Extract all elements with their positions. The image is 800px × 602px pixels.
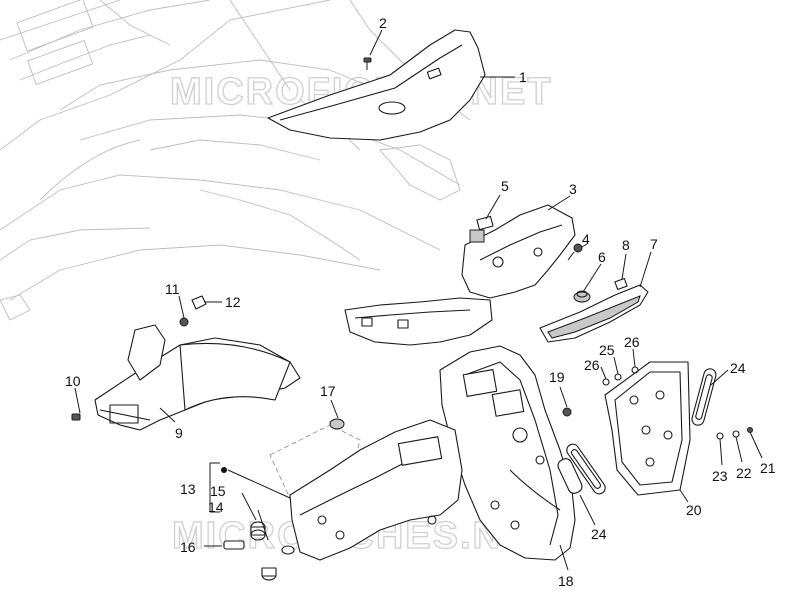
bolt-icon: [223, 540, 245, 550]
callout-16: 16: [180, 539, 196, 555]
rear-cover-part: [267, 29, 486, 141]
nut-icon: [614, 277, 628, 291]
license-plate-holder-part: [604, 361, 691, 496]
callout-23: 23: [712, 468, 728, 484]
scooter-body-outline: [0, 0, 471, 321]
callout-9: 9: [175, 425, 183, 441]
leader-lines: [74, 29, 763, 571]
callout-26a: 26: [584, 357, 600, 373]
callout-7: 7: [650, 236, 658, 252]
callout-24b: 24: [591, 526, 607, 542]
bolt-icon: [567, 243, 583, 261]
grommet-icon: [573, 290, 591, 303]
callout-8: 8: [622, 237, 630, 253]
callout-3: 3: [569, 181, 577, 197]
callout-25: 25: [599, 342, 615, 358]
rear-hugger-part: [439, 345, 576, 561]
nut-icon: [329, 418, 345, 430]
callout-labels: 1 2 3 4 5 6 7 8 9 10 11 12 13 14 15 16 1…: [65, 15, 776, 589]
callout-10: 10: [65, 373, 81, 389]
callout-11: 11: [165, 281, 180, 297]
reflector-part: [539, 284, 649, 343]
callout-20: 20: [686, 502, 702, 518]
callout-26b: 26: [624, 334, 640, 350]
callout-2: 2: [379, 15, 387, 31]
callout-5: 5: [501, 178, 509, 194]
screw-icon: [71, 413, 81, 421]
callout-14: 14: [208, 499, 224, 515]
splash-guard-part: [94, 324, 301, 431]
callout-4: 4: [582, 231, 590, 247]
reference-dot: [221, 467, 227, 473]
rubber-pad-part: [557, 443, 606, 495]
rear-bracket-part: [344, 204, 576, 346]
callout-12: 12: [225, 294, 241, 310]
callout-19: 19: [549, 369, 565, 385]
callout-24a: 24: [730, 360, 746, 376]
callout-21: 21: [760, 460, 776, 476]
callout-18: 18: [558, 573, 574, 589]
spacer-icon: [261, 567, 277, 581]
clip-icon: [191, 295, 207, 310]
screw-icon: [562, 407, 572, 417]
callout-17: 17: [320, 383, 336, 399]
spacer-icon: [281, 545, 295, 555]
callout-15: 15: [210, 483, 226, 499]
screw-icon: [363, 57, 372, 70]
rubber-pad-part: [691, 368, 717, 426]
screw-icon: [179, 317, 189, 327]
callout-6: 6: [598, 249, 606, 265]
clip-icon: [476, 215, 494, 231]
callout-1: 1: [519, 69, 527, 85]
callout-13: 13: [180, 481, 196, 497]
callout-22: 22: [736, 465, 752, 481]
license-bracket-part: [269, 419, 463, 561]
